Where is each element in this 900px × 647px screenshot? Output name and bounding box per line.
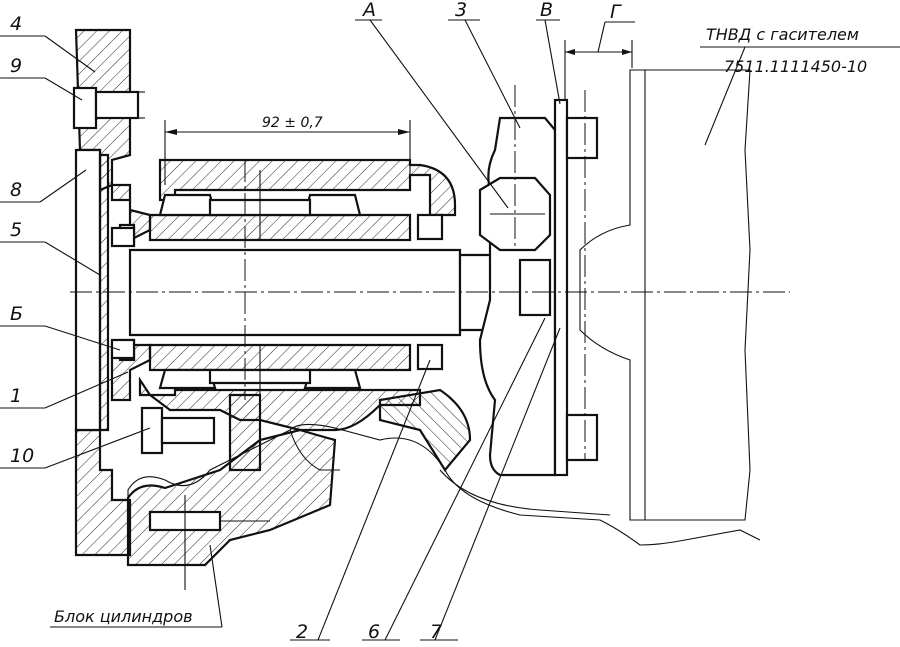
label-1: 1	[10, 385, 22, 407]
label-8: 8	[10, 179, 22, 201]
pump-title: ТНВД с гасителем	[706, 25, 859, 44]
label-G: Г	[610, 1, 622, 23]
bearing-housing	[138, 158, 472, 472]
block-label: Блок цилиндров	[54, 607, 193, 626]
flange	[74, 28, 152, 557]
disc-B	[553, 98, 599, 477]
seals	[110, 213, 444, 371]
label-4: 4	[10, 13, 22, 35]
pump-code: 7511.1111450-10	[724, 57, 867, 76]
label-10: 10	[10, 445, 34, 467]
label-5: 5	[10, 219, 22, 241]
label-6: 6	[368, 621, 380, 643]
leader-lines	[0, 19, 900, 641]
label-2: 2	[296, 621, 308, 643]
label-9: 9	[10, 55, 22, 77]
label-3: 3	[455, 0, 467, 21]
dimension-text: 92 ± 0,7	[262, 115, 323, 131]
hub-3	[478, 116, 557, 477]
label-V: В	[540, 0, 553, 21]
dimension-92: 92 ± 0,7	[164, 115, 411, 185]
bolt-9	[72, 86, 145, 130]
oil-channel	[148, 495, 270, 590]
label-B6: Б	[10, 303, 23, 325]
bolt-10	[140, 406, 216, 455]
taper-bearings	[158, 170, 362, 410]
label-7: 7	[430, 621, 442, 643]
dimension-G	[564, 21, 635, 100]
label-A: А	[361, 0, 376, 21]
pump-body	[579, 69, 751, 521]
